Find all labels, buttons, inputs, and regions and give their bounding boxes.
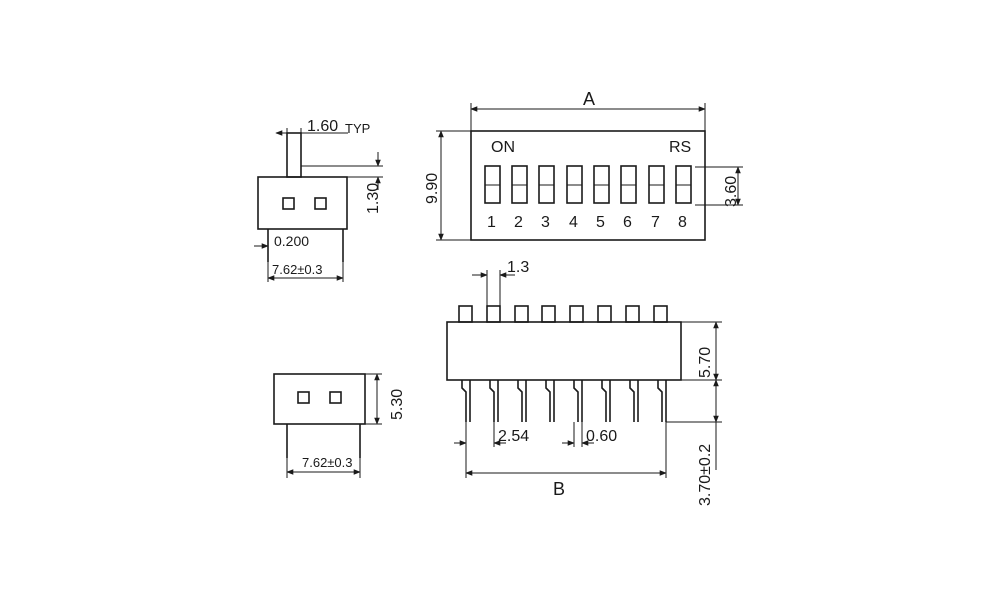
side-body-2 xyxy=(273,373,366,425)
actuator xyxy=(286,132,302,178)
window xyxy=(282,197,295,210)
switch-number: 8 xyxy=(678,214,687,231)
switch-number: 7 xyxy=(651,214,660,231)
front-body xyxy=(446,321,682,381)
dim-b: B xyxy=(553,479,565,499)
side-view-top xyxy=(254,128,383,282)
window xyxy=(329,391,342,404)
label-rs: RS xyxy=(669,139,691,156)
switch-3 xyxy=(538,165,555,204)
switch-number: 6 xyxy=(623,214,632,231)
dim-5.30: 5.30 xyxy=(389,389,406,420)
switch-array xyxy=(484,165,692,204)
top-view xyxy=(436,103,743,241)
dim-3.70: 3.70±0.2 xyxy=(697,444,714,506)
dim-1.30: 1.30 xyxy=(365,183,382,214)
dim-5.70: 5.70 xyxy=(697,347,714,378)
dim-3.60: 3.60 xyxy=(723,176,740,207)
dim-0.200: 0.200 xyxy=(274,233,309,249)
switch-number: 5 xyxy=(596,214,605,231)
side-view-bottom xyxy=(273,373,382,478)
switch-4 xyxy=(566,165,583,204)
dim-2.54: 2.54 xyxy=(498,428,529,445)
switch-6 xyxy=(620,165,637,204)
switch-number-labels: 1 2 3 4 5 6 7 8 xyxy=(487,214,687,231)
switch-2 xyxy=(511,165,528,204)
dim-0.60: 0.60 xyxy=(586,428,617,445)
front-view xyxy=(446,270,722,478)
window xyxy=(297,391,310,404)
dim-1.60: 1.60 xyxy=(307,118,338,135)
switch-number: 3 xyxy=(541,214,550,231)
label-on: ON xyxy=(491,139,515,156)
top-body xyxy=(470,130,706,241)
switch-number: 2 xyxy=(514,214,523,231)
dim-9.90: 9.90 xyxy=(424,173,441,204)
switch-5 xyxy=(593,165,610,204)
side-body xyxy=(257,176,348,230)
dim-a: A xyxy=(583,89,595,109)
dim-7.62-bottom: 7.62±0.3 xyxy=(302,455,353,470)
switch-number: 4 xyxy=(569,214,578,231)
window xyxy=(314,197,327,210)
switch-8 xyxy=(675,165,692,204)
switch-number: 1 xyxy=(487,214,496,231)
switch-7 xyxy=(648,165,665,204)
switch-1 xyxy=(484,165,501,204)
dim-typ: TYP xyxy=(345,121,370,136)
dim-1.3: 1.3 xyxy=(507,259,529,276)
dim-7.62-top: 7.62±0.3 xyxy=(272,262,323,277)
